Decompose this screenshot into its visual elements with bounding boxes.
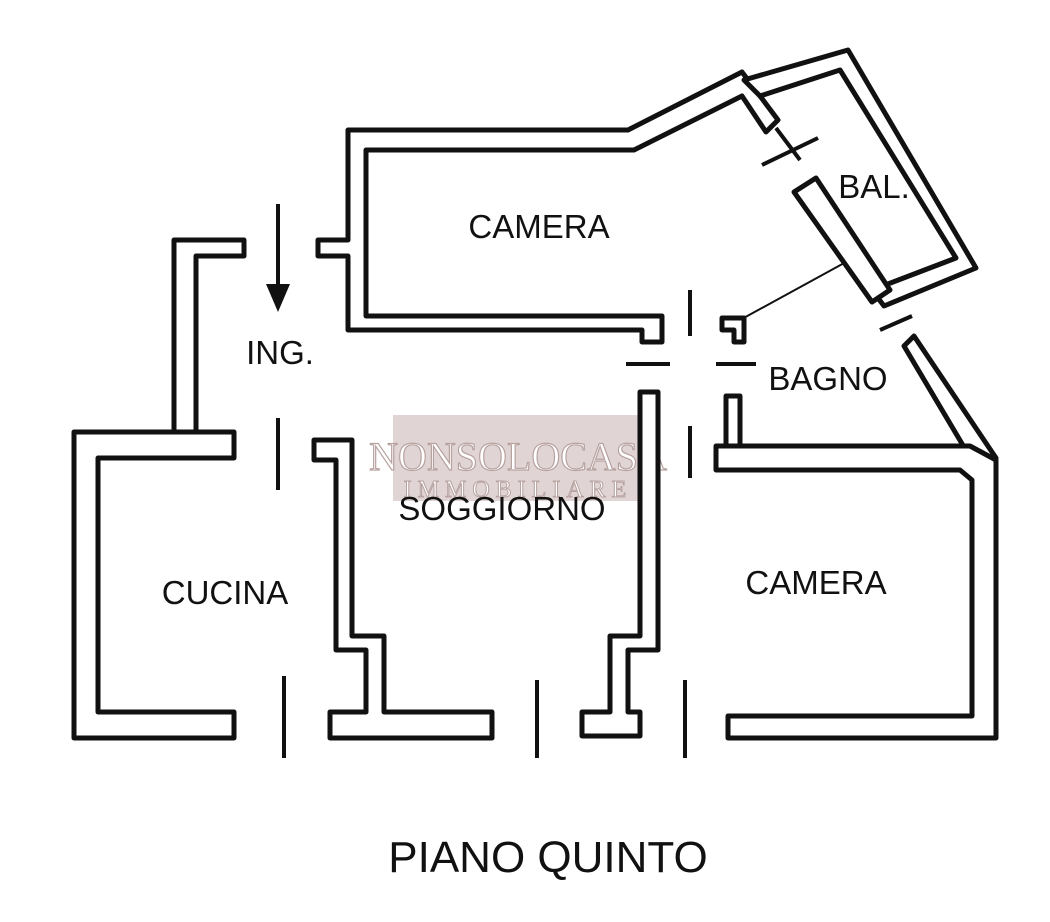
room-label-balcony: BAL. xyxy=(838,168,910,205)
floor-title: PIANO QUINTO xyxy=(388,833,707,882)
camera-top-wall xyxy=(315,69,781,345)
balcony-window xyxy=(791,175,893,305)
balcony-door-line xyxy=(761,136,819,167)
bathroom-window-line xyxy=(879,314,913,332)
room-label-living: SOGGIORNO xyxy=(398,490,605,527)
room-label-kitchen: CUCINA xyxy=(162,574,289,611)
balcony-window-line xyxy=(739,261,847,321)
bathroom-top-stub xyxy=(719,315,747,345)
watermark-line1: NONSOLOCASA xyxy=(369,434,667,479)
camera-right-wall xyxy=(713,443,999,741)
room-label-bathroom: BAGNO xyxy=(768,360,887,397)
watermark: NONSOLOCASA IMMOBILIARE xyxy=(368,415,668,504)
watermark-line2: IMMOBILIARE xyxy=(404,477,633,503)
entrance-left-wall xyxy=(171,237,247,435)
room-label-entrance: ING. xyxy=(246,334,314,371)
room-label-camera-top: CAMERA xyxy=(468,208,609,245)
room-label-camera-right: CAMERA xyxy=(745,564,886,601)
living-partition-right xyxy=(579,389,661,739)
balcony-door-stub xyxy=(774,126,802,162)
kitchen-wall xyxy=(71,429,237,741)
entrance-arrow-icon xyxy=(266,204,290,312)
watermark-plate xyxy=(393,415,643,501)
living-partition-left xyxy=(311,437,495,741)
